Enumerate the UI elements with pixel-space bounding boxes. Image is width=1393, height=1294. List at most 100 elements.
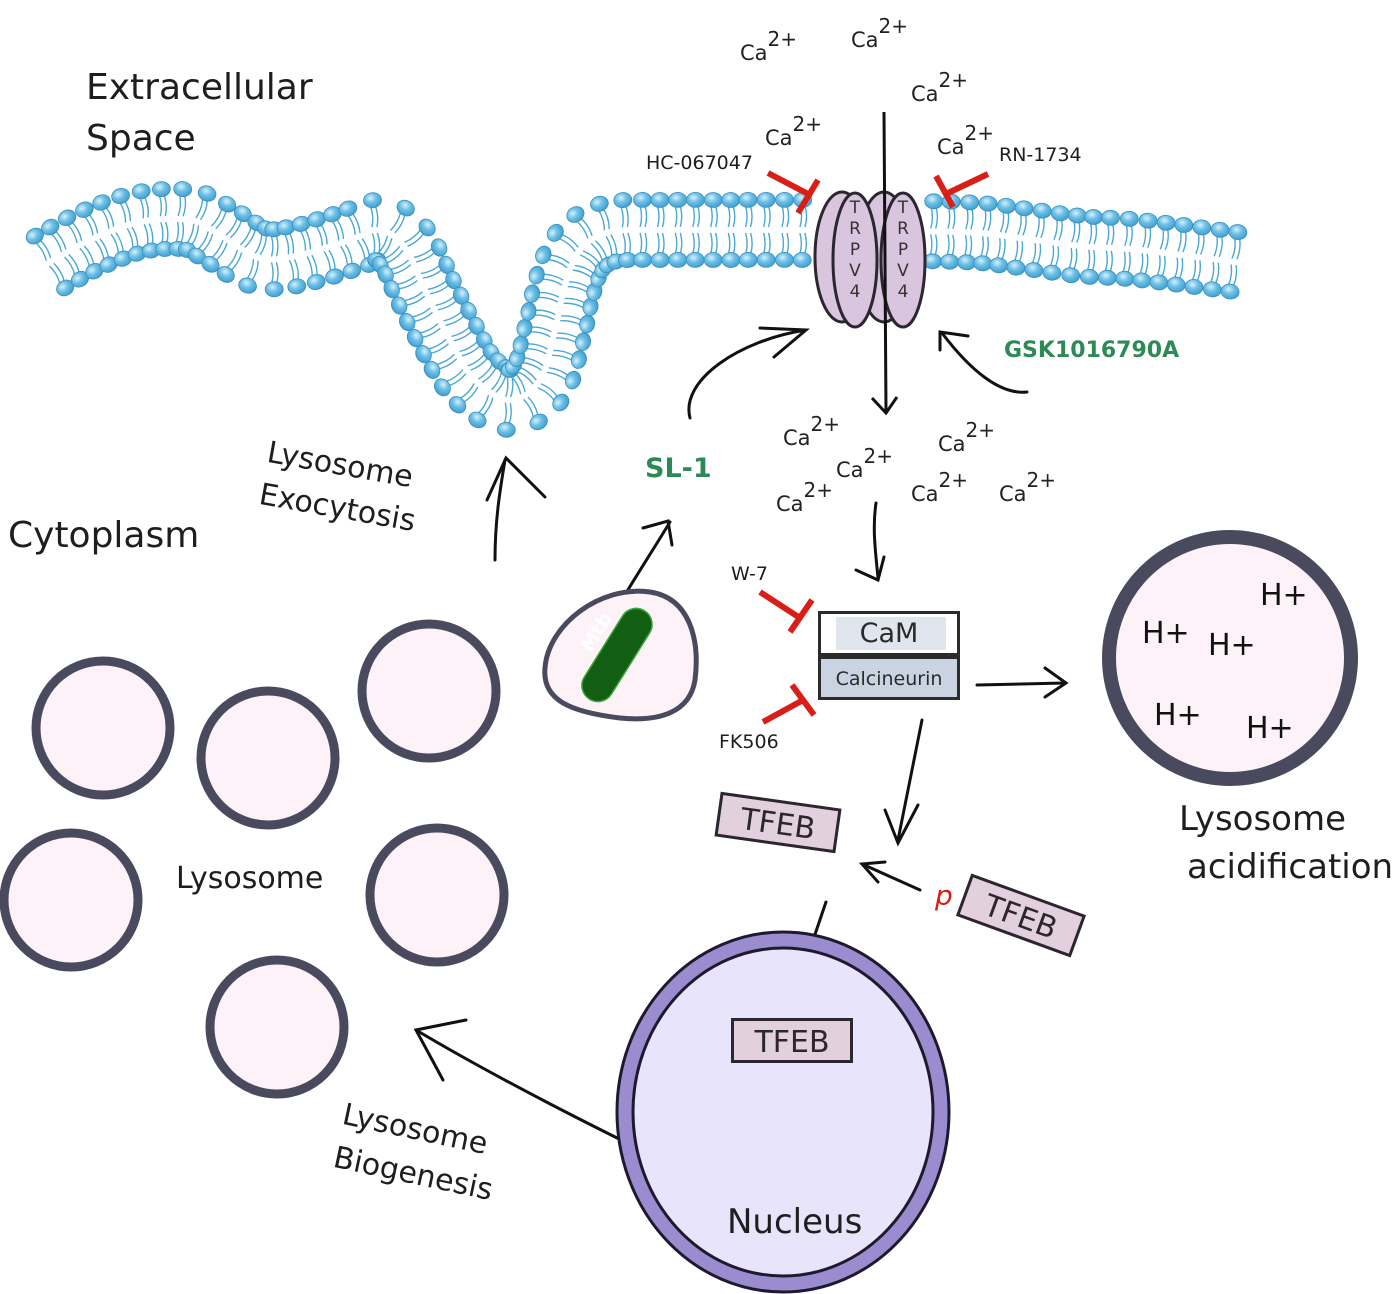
lipid-head [756, 191, 776, 208]
lipid-tail [71, 221, 83, 241]
lipid-tail [160, 221, 164, 244]
lipid-tail [351, 212, 361, 233]
lipid-tail [186, 223, 195, 245]
lipid-tail [1122, 251, 1126, 273]
lipid-tail [951, 234, 955, 257]
lipid-tail [622, 232, 627, 255]
lipid-tail [416, 251, 436, 263]
lipid-tail [158, 195, 163, 217]
calcium-ion: Ca2+ [836, 444, 894, 482]
lipid-tail [514, 372, 526, 392]
lipid-head [1097, 269, 1117, 286]
mtb-bacterium [581, 607, 653, 703]
lipid-tail [767, 205, 771, 228]
lipid-tail [1159, 228, 1165, 250]
lipid-head [703, 192, 723, 208]
lipid-tail [1124, 224, 1128, 246]
lipid-tail [163, 194, 168, 217]
lipid-tail [732, 232, 736, 255]
lipid-tail [124, 200, 132, 222]
exocytosis-arrow [493, 458, 507, 562]
lipid-tail [656, 232, 660, 255]
lipid-head [433, 378, 451, 397]
lipid-tail [762, 232, 766, 255]
lipid-head [75, 201, 94, 218]
lipid-tail [697, 205, 701, 228]
lipid-tail [1035, 216, 1040, 238]
lipid-tail [361, 238, 371, 259]
cam-label: CaM [859, 618, 919, 649]
lipid-head [423, 360, 441, 379]
lipid-tail [1231, 237, 1236, 259]
lipid-tail [553, 349, 575, 357]
nucleus-label: Nucleus [727, 1202, 863, 1242]
ptfeb-dephosphorylation-arrowhead [858, 860, 887, 884]
lipid-tail [709, 232, 713, 255]
lipid-tail [533, 314, 555, 321]
lipid-tail [556, 337, 577, 344]
hc067047-label: HC-067047 [646, 152, 753, 174]
calcium-to-cam-arrow [872, 501, 880, 580]
lipid-head [1174, 217, 1194, 233]
lipid-tail [405, 295, 426, 306]
lipid-tail [288, 232, 295, 254]
lysosome [196, 686, 340, 830]
lipid-tail [744, 205, 748, 228]
lipid-tail [529, 331, 551, 338]
lipid-head [668, 191, 688, 208]
lipid-tail [422, 269, 443, 279]
lipid-tail [421, 327, 441, 339]
calcium-influx-arrow [870, 111, 899, 416]
lipid-tail [215, 242, 228, 262]
lipid-head [152, 181, 171, 198]
lipid-tail [935, 207, 939, 229]
lipid-tail [386, 249, 404, 264]
calcineurin-to-acidification-arrowhead [1043, 666, 1069, 699]
lipid-tail [1147, 226, 1152, 249]
lipid-tail [620, 206, 624, 228]
lipid-tail [541, 278, 563, 286]
lipid-tail [270, 235, 274, 257]
lipid-head [430, 238, 448, 257]
lipid-head [552, 393, 570, 412]
lipid-head [528, 265, 545, 285]
lipid-tail [786, 205, 790, 228]
lipid-tail [549, 254, 570, 264]
lipid-head [575, 332, 591, 352]
lipid-tail [537, 387, 556, 402]
lipid-tail [557, 332, 579, 339]
lipid-tail [1161, 255, 1166, 277]
gsk1016790a-label: GSK1016790A [1004, 338, 1180, 363]
lipid-tail [534, 309, 556, 316]
lipid-head [940, 253, 959, 270]
lipid-tail [644, 205, 648, 228]
lipid-head [496, 421, 516, 438]
lipid-tail [438, 358, 458, 370]
lipid-head [721, 252, 741, 268]
calcium-ion: Ca2+ [776, 478, 834, 516]
lipid-head [338, 200, 358, 217]
acidified-lysosome [1102, 530, 1358, 786]
lipid-head [566, 206, 585, 223]
lipid-tail [970, 208, 974, 230]
lipid-tail [1218, 235, 1223, 258]
lipid-tail [1142, 226, 1147, 248]
lysosome-group [0, 619, 509, 1099]
lipid-tail [590, 242, 604, 262]
lipid-tail [548, 367, 569, 377]
lipid-tail [105, 206, 115, 227]
lipid-head [520, 302, 537, 321]
lipid-head [1042, 264, 1062, 281]
acidification-label-line2: acidification [1187, 847, 1393, 887]
lipid-head [1156, 214, 1176, 231]
lipid-head [1006, 259, 1026, 276]
w7-label: W-7 [731, 563, 768, 585]
lipid-head [1014, 200, 1034, 217]
lipid-tail [254, 233, 263, 254]
lipid-head [1032, 202, 1052, 219]
lipid-tail [88, 213, 99, 234]
acidification-label-line1: Lysosome [1179, 799, 1347, 839]
lipid-tail [369, 206, 374, 228]
lipid-tail [538, 291, 560, 298]
